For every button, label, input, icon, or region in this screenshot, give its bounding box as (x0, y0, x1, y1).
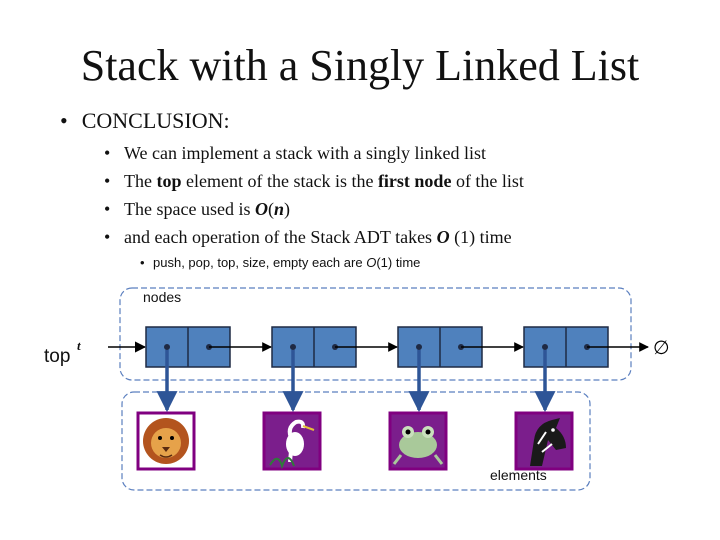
point-4-post: (1) time (449, 227, 512, 247)
bullet-conclusion: • CONCLUSION: (60, 108, 230, 134)
point-4-big-o: O (436, 227, 450, 247)
point-3-open: ( (267, 199, 274, 219)
point-1: • We can implement a stack with a singly … (104, 143, 486, 164)
point-2-bold-first-node: first node (377, 171, 452, 191)
point-3-pre: The space used is (124, 199, 255, 219)
elements-region (121, 391, 591, 491)
elements-label: elements (490, 467, 547, 483)
top-label: top (44, 346, 70, 367)
element-pointer-dot (542, 344, 548, 350)
subpoint-o: O (366, 255, 377, 270)
bullet-conclusion-text: CONCLUSION: (81, 108, 230, 133)
slide-title: Stack with a Singly Linked List (80, 41, 640, 90)
point-4: • and each operation of the Stack ADT tak… (104, 227, 512, 248)
heron-icon (262, 411, 322, 471)
point-3-close: ) (283, 199, 290, 219)
bullet-dot: • (140, 255, 145, 270)
nodes-label: nodes (143, 289, 181, 305)
point-2-post: of the list (451, 171, 524, 191)
nodes-region (119, 287, 632, 381)
bullet-dot: • (104, 227, 111, 247)
point-4-pre: and each operation of the Stack ADT take… (124, 227, 437, 247)
frog-icon (388, 411, 448, 471)
null-icon: ∅ (653, 337, 670, 359)
subpoint-pre: push, pop, top, size, empty each are (153, 255, 367, 270)
point-2-pre: The (124, 171, 157, 191)
bullet-dot: • (104, 143, 111, 163)
bullet-dot: • (60, 108, 68, 133)
element-pointer-dot (164, 344, 170, 350)
lion-icon (136, 411, 196, 471)
element-pointer-dot (416, 344, 422, 350)
point-2-bold-top: top (156, 171, 182, 191)
point-1-text: We can implement a stack with a singly l… (124, 143, 486, 163)
bullet-dot: • (104, 171, 111, 191)
bullet-dot: • (104, 199, 111, 219)
point-3: • The space used is O(n) (104, 199, 290, 220)
horse-icon (514, 411, 574, 471)
point-2-mid: element of the stack is the (181, 171, 378, 191)
element-pointer-dot (290, 344, 296, 350)
subpoint: • push, pop, top, size, empty each are O(… (140, 255, 420, 270)
top-superscript: t (77, 338, 81, 353)
point-2: • The top element of the stack is the fir… (104, 171, 524, 192)
subpoint-post: (1) time (376, 255, 421, 270)
point-3-n: n (273, 199, 284, 219)
point-3-big-o: O (254, 199, 268, 219)
